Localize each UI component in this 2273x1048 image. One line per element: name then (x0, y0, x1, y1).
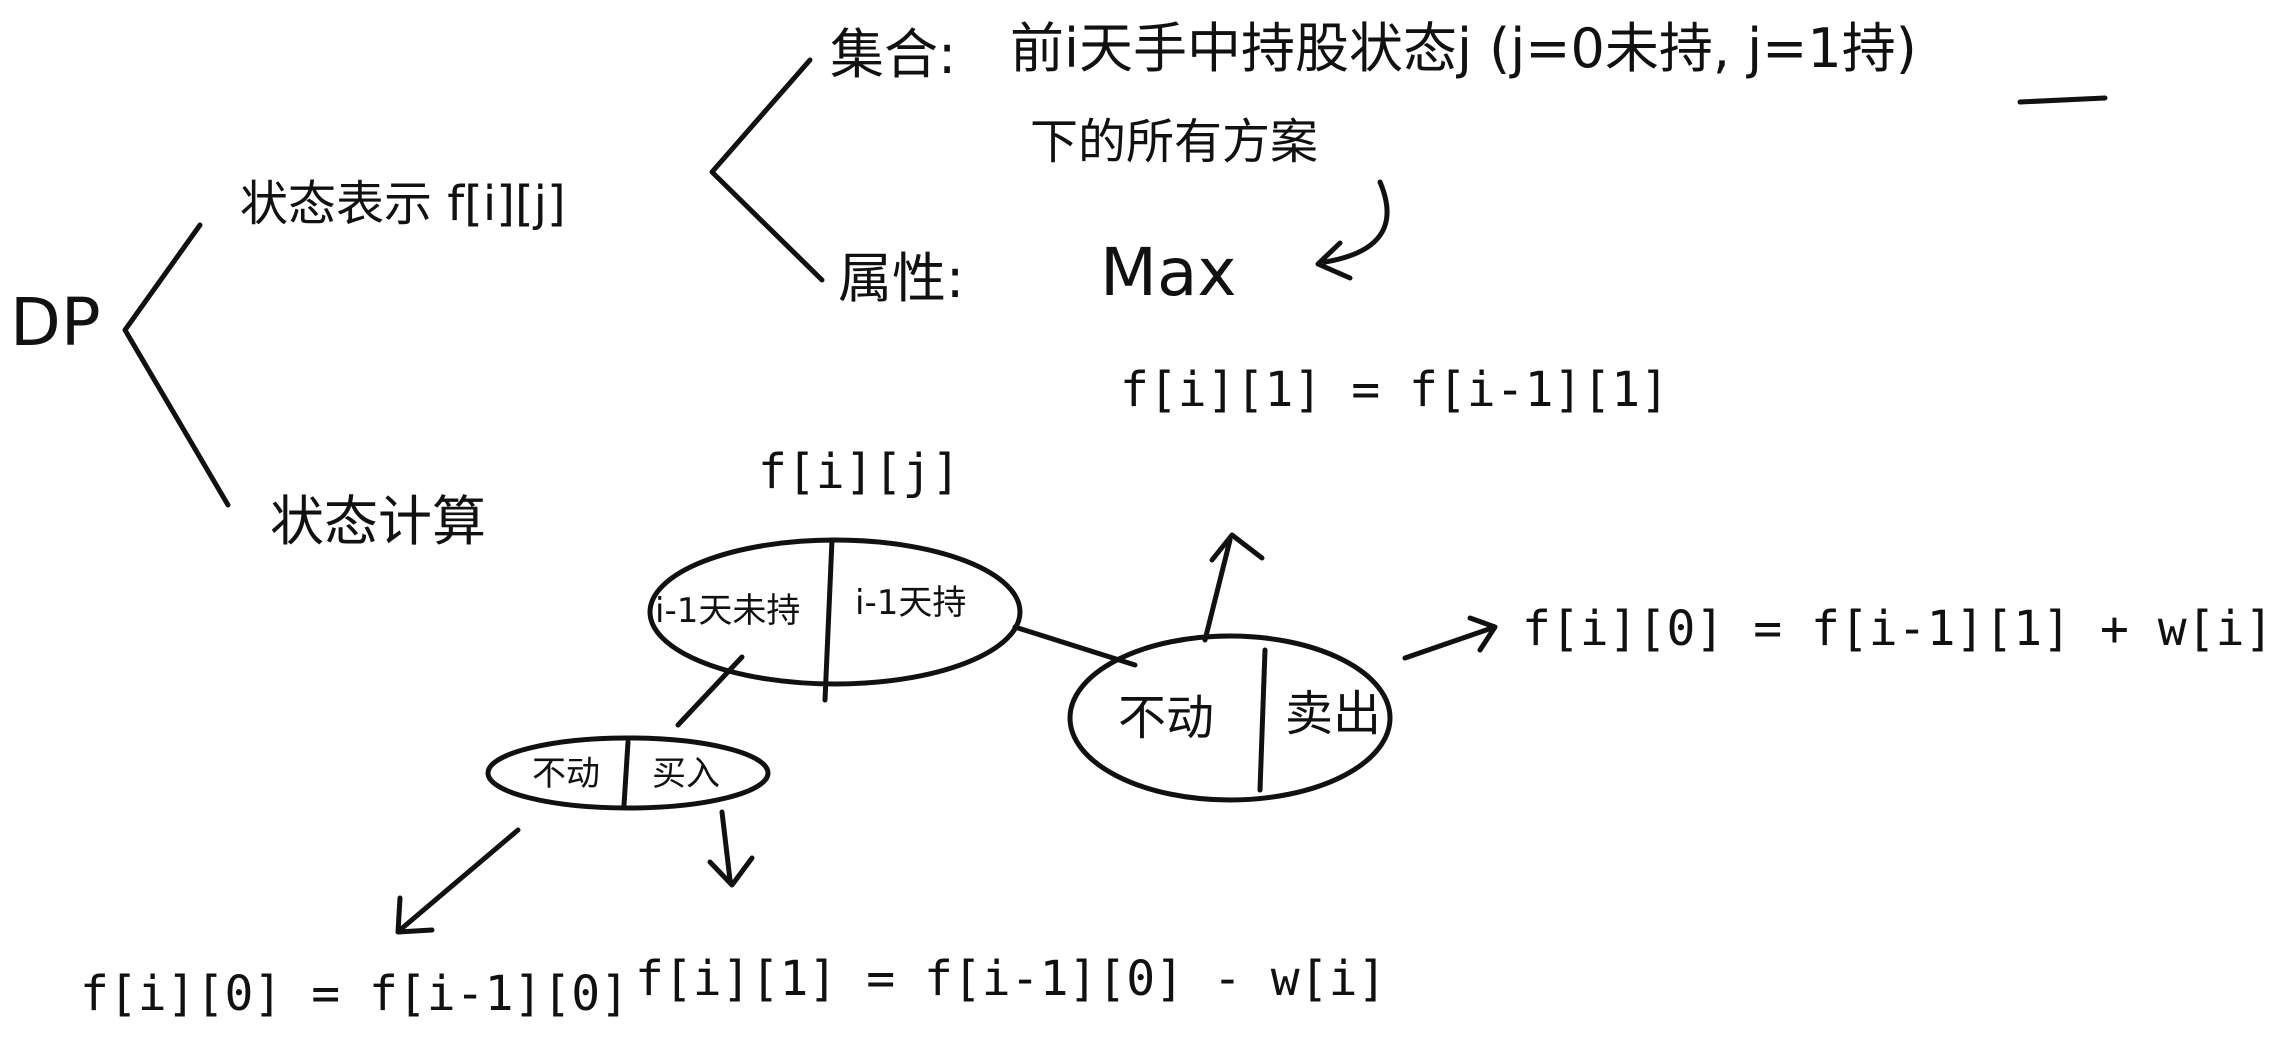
arrow-right-hold-sell (1402, 625, 1495, 661)
equation-hold-stay: f[i][1] = f[i-1][1] (1120, 362, 1670, 418)
right-split-right: 卖出 (1285, 686, 1382, 742)
main-split-right: i-1天持 (855, 583, 967, 623)
arrow-down-none-buy (719, 809, 733, 883)
left-ellipse (485, 735, 771, 811)
arrow-down-left-none-stay (397, 827, 521, 933)
right-ellipse (1067, 633, 1393, 803)
equation-none-stay: f[i][0] = f[i-1][0] (80, 966, 630, 1022)
arrow-right-hold-sell-head (1467, 615, 1498, 653)
state-compute-label: 状态计算 (270, 490, 486, 553)
left-divider (621, 739, 631, 808)
curved-arrow-head (1315, 240, 1353, 281)
attribute-label: 属性: (838, 247, 965, 310)
set-description-line1: 前i天手中持股状态j (j=0未持, j=1持) (1010, 17, 1917, 80)
right-split-left: 不动 (1118, 690, 1215, 746)
attribute-value: Max (1100, 234, 1237, 311)
root-label: DP (10, 284, 101, 361)
state-repr-label: 状态表示 f[i][j] (240, 176, 566, 232)
main-ellipse (647, 537, 1023, 687)
set-label: 集合: (830, 23, 957, 86)
arrow-down-left-none-stay-head (395, 895, 435, 935)
equation-none-buy: f[i][1] = f[i-1][0] - w[i] (635, 951, 1387, 1007)
equation-hold-sell: f[i][0] = f[i-1][1] + w[i] (1522, 601, 2273, 657)
arrow-up-hold-stay-head (1209, 532, 1265, 563)
arrow-down-none-buy-head (707, 855, 755, 888)
left-split-left: 不动 (532, 754, 600, 794)
state-repr-bracket (709, 57, 825, 283)
arrow-up-hold-stay (1202, 537, 1233, 643)
main-split-left: i-1天未持 (655, 591, 801, 631)
note-underline (2017, 95, 2108, 105)
top-formula: f[i][j] (758, 444, 961, 500)
set-description-line2: 下的所有方案 (1030, 114, 1319, 170)
main-divider (822, 537, 835, 703)
root-bracket (122, 222, 231, 508)
curved-arrow-to-max (1322, 179, 1390, 265)
right-divider (1257, 647, 1268, 793)
left-split-right: 买入 (652, 754, 720, 794)
connector-main-left (675, 654, 745, 728)
